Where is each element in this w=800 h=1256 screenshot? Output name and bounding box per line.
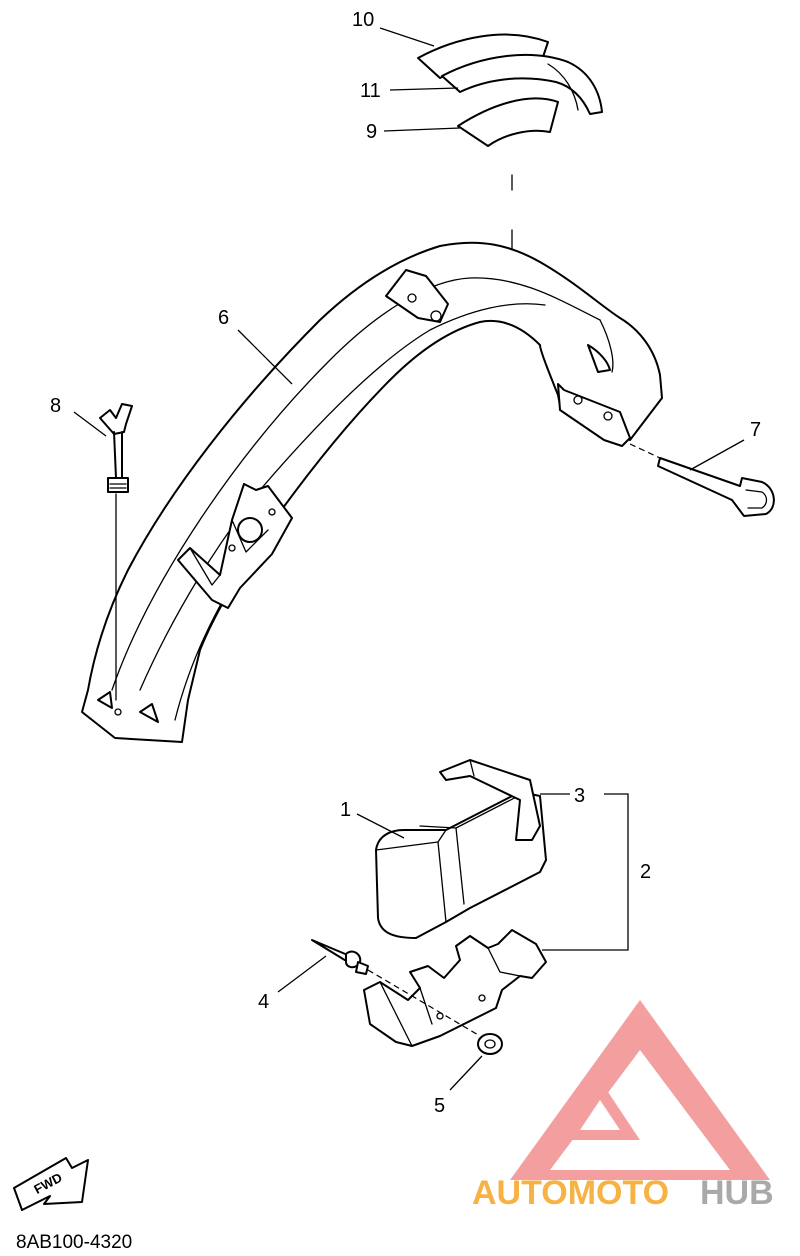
- callout-10: 10: [352, 9, 374, 31]
- fwd-arrow-icon: FWD: [13, 1157, 89, 1211]
- part-11-reflector: [441, 53, 603, 115]
- part-7-rod: [629, 443, 775, 517]
- callout-9: 9: [366, 121, 377, 143]
- part-5-washer: [477, 1033, 503, 1055]
- callout-4: 4: [258, 991, 269, 1013]
- callout-2: 2: [640, 861, 651, 883]
- callout-3: 3: [574, 785, 585, 807]
- part-2-bracket: [363, 929, 547, 1047]
- callout-6: 6: [218, 307, 229, 329]
- part-3-band: [439, 759, 541, 841]
- watermark-text-part1: AUTOMOTO: [472, 1174, 669, 1212]
- callout-8: 8: [50, 395, 61, 417]
- callout-7: 7: [750, 419, 761, 441]
- part-4-screw: [311, 939, 481, 1037]
- part-9-plate: [457, 97, 559, 147]
- part-8-wing-bolt: [99, 403, 133, 701]
- callout-5: 5: [434, 1095, 445, 1117]
- callout-labels: 10 11 9 6 8 7 3 1 2 4 5: [50, 9, 761, 1117]
- part-1-box: [375, 789, 547, 939]
- watermark-wordmark: AUTOMOTO HUB: [472, 1174, 774, 1212]
- drawing-code: 8AB100-4320: [16, 1232, 132, 1253]
- watermark-logo: [510, 1000, 770, 1180]
- callout-11: 11: [360, 80, 381, 102]
- callout-1: 1: [340, 799, 351, 821]
- part-6-rear-fender: [81, 241, 663, 743]
- watermark-text-part2: HUB: [700, 1174, 774, 1212]
